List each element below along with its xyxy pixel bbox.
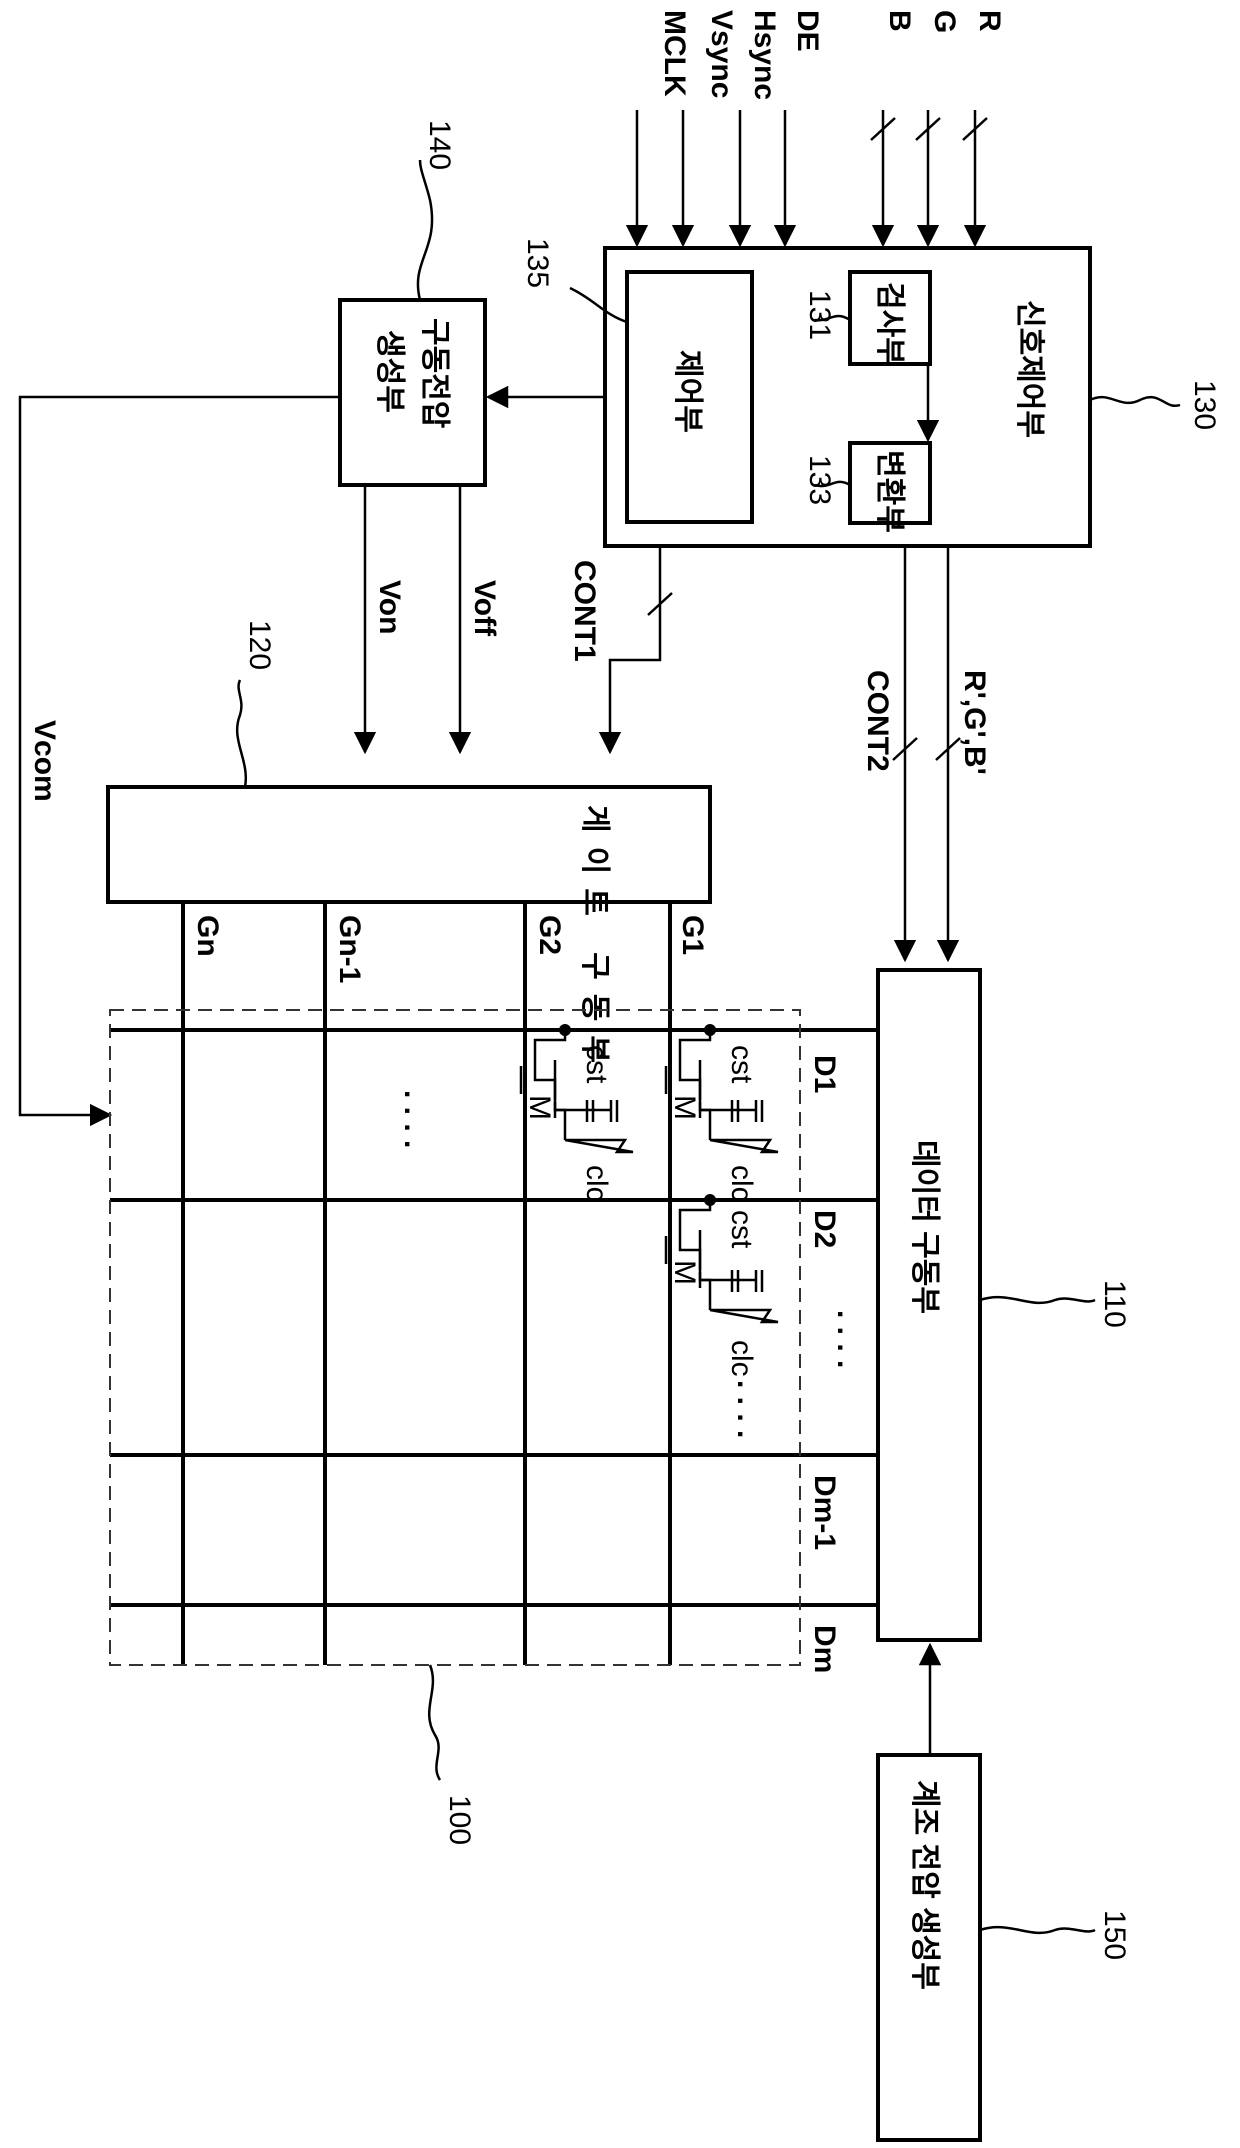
pixel-cst: cst: [725, 1045, 758, 1084]
data-line-dm: Dm: [808, 1625, 841, 1673]
gate-driver-ref: 120: [243, 620, 276, 670]
gamma-voltage-generator-block: 계조 전압 생성부 150: [878, 1755, 1131, 2140]
signal-controller-label: 신호제어부: [1013, 300, 1046, 438]
drive-voltage-label-1: 구동전압: [418, 318, 451, 429]
pixel-clc-3: clc: [725, 1340, 758, 1377]
drive-voltage-generator-block: 구동전압 생성부 140: [340, 120, 485, 485]
gamma-voltage-ref: 150: [1098, 1910, 1131, 1960]
data-line-d1: D1: [808, 1055, 841, 1093]
data-driver-ref: 110: [1098, 1280, 1131, 1328]
pixel-clc: clc: [725, 1165, 758, 1202]
signal-controller-ref: 130: [1188, 380, 1221, 430]
input-signals: R G B DE Hsync Vsync MCLK: [637, 10, 1006, 245]
cont1-label: CONT1: [568, 560, 601, 662]
input-de: DE: [791, 10, 824, 52]
drive-voltage-ref: 140: [423, 120, 456, 170]
gate-line-g2: G2: [533, 915, 566, 955]
pixel-cst-3: cst: [725, 1210, 758, 1249]
panel: 100 cst clc M cst clc M cst clc M . . . …: [110, 1010, 800, 1845]
input-g: G: [928, 10, 961, 33]
vcom-label: Vcom: [28, 720, 61, 802]
pixel-m-3: M: [668, 1260, 701, 1285]
von-label: Von: [373, 580, 406, 634]
data-line-d2: D2: [808, 1210, 841, 1248]
gate-driver-block: 게이트 구동부 120: [108, 620, 710, 1077]
input-vsync: Vsync: [705, 10, 738, 98]
detector-ref: 131: [803, 290, 836, 340]
detector-label: 검사부: [873, 282, 906, 365]
data-line-dm-1: Dm-1: [808, 1475, 841, 1550]
data-driver-label: 데이터 구동부: [908, 1140, 941, 1314]
pixel-g1-d2: cst clc M: [666, 1194, 778, 1377]
cont2-label: CONT2: [861, 670, 894, 772]
input-mclk: MCLK: [658, 10, 691, 97]
pixel-cst-2: cst: [580, 1045, 613, 1084]
data-ellipsis: . . . .: [831, 1310, 864, 1368]
input-hsync: Hsync: [748, 10, 781, 100]
pixel-g1-d1: cst clc M: [666, 1024, 778, 1202]
data-lines: D1 D2 Dm-1 Dm . . . .: [110, 1030, 878, 1673]
pixel-ellipsis-gate: . . . .: [398, 1090, 431, 1148]
gate-line-g1: G1: [676, 915, 709, 955]
pixel-ellipsis-row: . . . .: [731, 1380, 764, 1438]
voff-label: Voff: [468, 580, 501, 637]
pixel-m-2: M: [523, 1095, 556, 1120]
pixel-clc-2: clc: [580, 1165, 613, 1202]
controller-ref: 135: [521, 238, 554, 288]
gate-driver-label: 게이트 구동부: [578, 805, 611, 1077]
rgb-out-label: R',G',B': [958, 670, 991, 775]
gate-line-gn-1: Gn-1: [333, 915, 366, 983]
panel-ref: 100: [443, 1795, 476, 1845]
converter-ref: 133: [803, 455, 836, 505]
controller-block: 제어부 135: [521, 238, 752, 522]
gate-line-gn: Gn: [191, 915, 224, 957]
pixel-m: M: [668, 1095, 701, 1120]
converter-label: 변환부: [873, 450, 906, 533]
input-r: R: [973, 10, 1006, 32]
pixel-g2-d1: cst clc M: [521, 1024, 633, 1202]
drive-voltage-label-2: 생성부: [373, 330, 406, 413]
data-driver-block: 데이터 구동부 110: [878, 970, 1131, 1640]
input-b: B: [883, 10, 916, 32]
gate-lines: G1 G2 Gn-1 Gn: [183, 902, 709, 1665]
gamma-voltage-label: 계조 전압 생성부: [908, 1780, 941, 1990]
controller-label: 제어부: [671, 350, 704, 433]
